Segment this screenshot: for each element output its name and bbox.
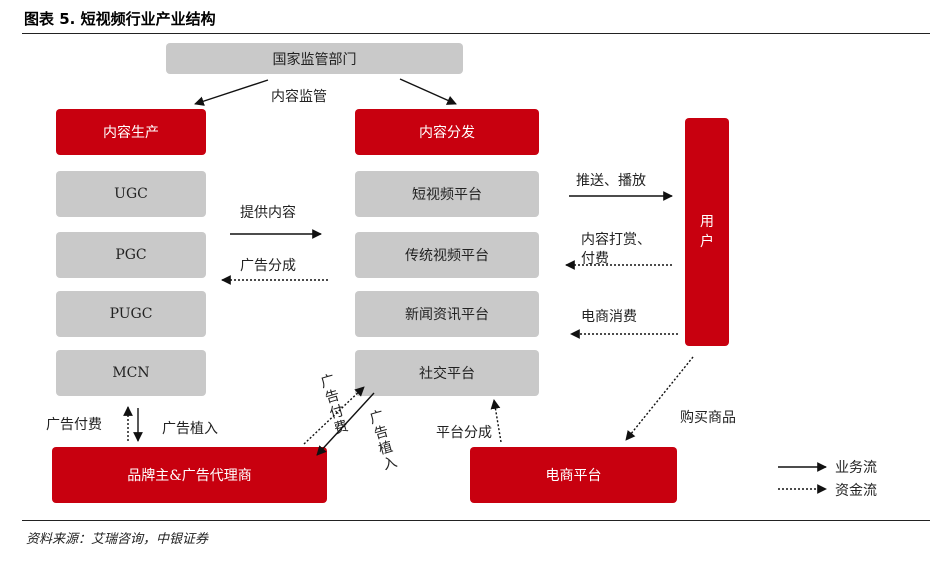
producer-ugc: UGC <box>56 171 206 217</box>
tips-pay-label-line2: 付费 <box>581 251 609 267</box>
ecommerce-spend-label: 电商消费 <box>581 309 637 325</box>
producer-mcn: MCN <box>56 350 206 396</box>
arrow-regulator-to-production <box>194 79 269 106</box>
platform-social: 社交平台 <box>355 350 539 396</box>
user-char-2: 户 <box>700 234 714 250</box>
ad-placement-label: 广告植入 <box>162 421 218 437</box>
regulator-box: 国家监管部门 <box>166 43 463 74</box>
buy-goods-label: 购买商品 <box>680 410 736 426</box>
bottom-rule <box>22 520 930 521</box>
ad-pay-label: 广告付费 <box>46 417 102 433</box>
arrow-brand-ad-pay <box>303 386 365 445</box>
push-play-label: 推送、播放 <box>576 173 646 189</box>
user-box: 用 户 <box>685 118 729 346</box>
provide-content-label: 提供内容 <box>240 205 296 221</box>
platform-share-label: 平台分成 <box>436 425 492 441</box>
content-distribution-header: 内容分发 <box>355 109 539 155</box>
content-regulation-label: 内容监管 <box>271 89 327 105</box>
producer-pgc: PGC <box>56 232 206 278</box>
arrow-platform-share <box>490 399 502 443</box>
tips-pay-label-line1: 内容打赏、 <box>581 232 651 248</box>
content-production-header: 内容生产 <box>56 109 206 155</box>
source-note: 资料来源：艾瑞咨询，中银证券 <box>26 532 209 547</box>
arrow-regulator-to-distribution <box>399 78 457 105</box>
arrow-buy-goods <box>625 356 694 441</box>
arrow-social-ad-placement <box>316 392 375 456</box>
ad-share-label: 广告分成 <box>240 258 296 274</box>
producer-pugc: PUGC <box>56 291 206 337</box>
platform-short-video: 短视频平台 <box>355 171 539 217</box>
figure-title: 图表 5. 短视频行业产业结构 <box>24 10 216 28</box>
platform-traditional-video: 传统视频平台 <box>355 232 539 278</box>
platform-news: 新闻资讯平台 <box>355 291 539 337</box>
legend-business-flow-label: 业务流 <box>835 460 877 476</box>
ecommerce-platform-box: 电商平台 <box>470 447 677 503</box>
legend-money-flow-label: 资金流 <box>835 483 877 499</box>
user-char-1: 用 <box>700 214 714 230</box>
brand-agency-box: 品牌主&广告代理商 <box>52 447 327 503</box>
top-rule <box>22 33 930 34</box>
